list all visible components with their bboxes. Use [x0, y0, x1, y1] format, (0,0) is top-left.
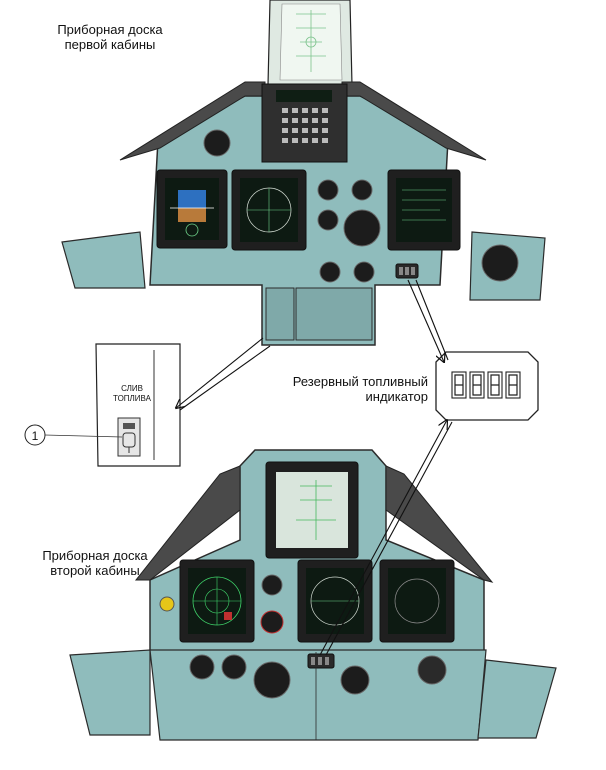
- rear-mfd-left: [179, 559, 255, 643]
- front-panel-label: Приборная доска первой кабины: [40, 22, 180, 52]
- arrow-front-reserve: [407, 279, 444, 362]
- fuel-dump-label: СЛИВ ТОПЛИВА: [104, 384, 160, 404]
- reserve-fuel-indicator-detail: [435, 351, 539, 421]
- reserve-indicator-label-line2: индикатор: [365, 389, 428, 404]
- front-mfd-center: [231, 169, 307, 251]
- arrow-fuel-dump: [176, 337, 264, 408]
- rear-cockpit-panel: [69, 449, 557, 741]
- arrow-rear-reserve-2: [325, 421, 453, 656]
- arrow-front-reserve-2: [415, 279, 449, 361]
- front-mfd-right: [387, 169, 461, 251]
- front-ufcp: [261, 83, 348, 163]
- rear-panel-label-line1: Приборная доска: [42, 548, 148, 563]
- front-cockpit-panel: [61, 0, 546, 346]
- rear-reserve-fuel-gauge: [307, 653, 335, 669]
- front-panel-label-line2: первой кабины: [64, 37, 156, 52]
- leader-arrows: [176, 279, 453, 656]
- fuel-dump-detail: 1: [24, 343, 181, 467]
- rear-panel-label: Приборная доска второй кабины: [25, 548, 165, 578]
- front-left-wing: [61, 231, 146, 289]
- rear-standby-instruments: [159, 574, 447, 699]
- front-reserve-fuel-gauge: [395, 263, 419, 279]
- arrow-fuel-dump-2: [179, 345, 271, 411]
- reserve-indicator-label: Резервный топливный индикатор: [262, 374, 428, 404]
- front-standby-instruments: [203, 129, 519, 283]
- arrow-rear-reserve: [319, 420, 447, 656]
- fuel-dump-label-line2: ТОПЛИВА: [113, 394, 151, 403]
- front-hud: [267, 0, 353, 86]
- front-mfd-left: [156, 169, 228, 249]
- rear-mfd-center: [297, 559, 373, 643]
- front-panel-label-line1: Приборная доска: [57, 22, 163, 37]
- rear-panel-label-line2: второй кабины: [50, 563, 140, 578]
- reserve-indicator-label-line1: Резервный топливный: [292, 374, 428, 389]
- rear-hud-repeater: [265, 461, 359, 559]
- fuel-dump-label-line1: СЛИВ: [121, 384, 143, 393]
- rear-mfd-right: [379, 559, 455, 643]
- callout-number: 1: [32, 429, 39, 443]
